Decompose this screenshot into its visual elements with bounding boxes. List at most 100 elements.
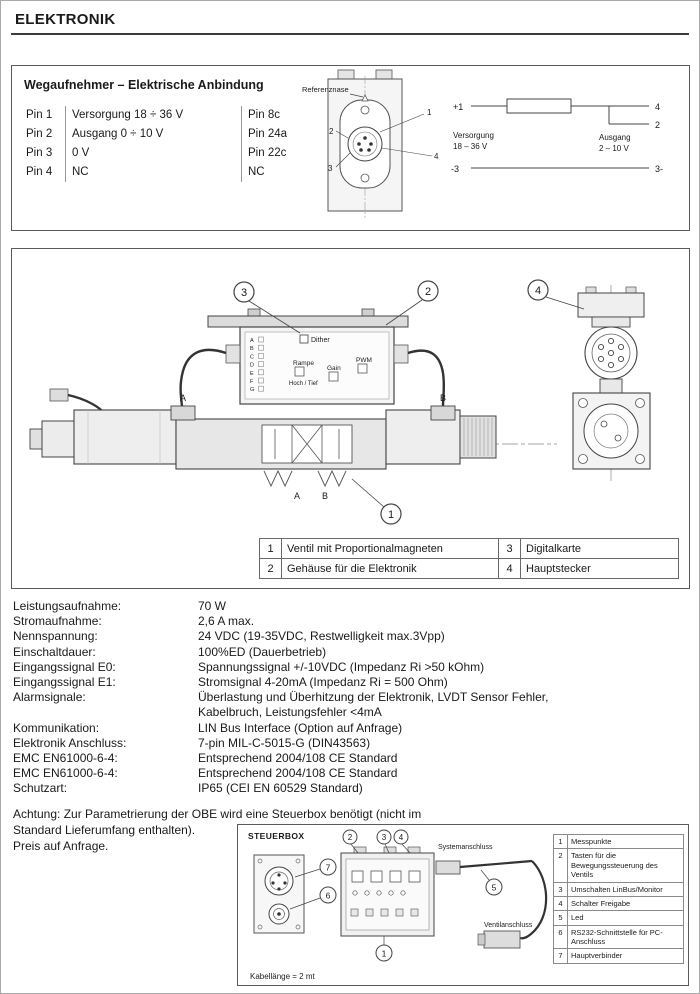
spec-row: Eingangssignal E0:Spannungssignal +/-10V… <box>13 660 693 675</box>
spec-list: Leistungsaufnahme:70 W Stromaufnahme:2,6… <box>13 599 693 797</box>
spec-row: Eingangssignal E1:Stromsignal 4-20mA (Im… <box>13 675 693 690</box>
bottom-port-a-label: A <box>294 491 300 501</box>
legend-label: Messpunkte <box>568 835 684 850</box>
steuerbox-cables <box>435 859 548 949</box>
output-3-label: 3- <box>655 164 663 174</box>
callout-4: 4 <box>527 279 585 310</box>
pin-cell: Pin 4 <box>20 163 66 182</box>
supply-label: Versorgung <box>453 131 494 140</box>
steuerbox-callout-5: 5 <box>480 869 503 896</box>
achtung-price: Preis auf Anfrage. <box>13 839 109 853</box>
spec-value: Überlastung und Überhitzung der Elektron… <box>198 690 549 720</box>
legend-num: 5 <box>554 911 568 926</box>
legend-label: Tasten für die Bewegungssteuerung des Ve… <box>568 849 684 883</box>
spec-label: Kommunikation: <box>13 720 100 735</box>
spec-label: Leistungsaufnahme: <box>13 599 122 613</box>
steuerbox-title: STEUERBOX <box>248 831 305 841</box>
title-divider <box>11 33 689 35</box>
legend-num: 2 <box>554 849 568 883</box>
pin-desc-cell: NC <box>66 163 242 182</box>
card-pin-cell: NC <box>248 166 265 178</box>
terminal-letter: D <box>250 363 254 369</box>
legend-num: 1 <box>554 835 568 850</box>
terminal-minus-label: -3 <box>451 164 459 174</box>
port-a-label: A <box>180 393 186 403</box>
achtung-note: Achtung: Zur Parametrierung der OBE wird… <box>13 807 455 855</box>
spec-value: 7-pin MIL-C-5015-G (DIN43563) <box>198 735 371 750</box>
legend-label: Hauptstecker <box>521 559 679 579</box>
spec-value: 24 VDC (19-35VDC, Restwelligkeit max.3Vp… <box>198 629 445 644</box>
callout-6-number: 6 <box>326 891 331 901</box>
pin-assignment-table: Pin 1 Versorgung 18 ÷ 36 V Pin 8c Pin 2 … <box>20 106 304 182</box>
mounting-plate <box>207 308 409 328</box>
callout-1-number: 1 <box>388 509 394 521</box>
steuerbox-side-panel <box>253 854 305 934</box>
legend-num: 1 <box>260 539 282 559</box>
terminal-strip: A B C D E F G <box>250 336 264 393</box>
connector-annotations: Referenznase 1 2 3 4 <box>302 85 439 173</box>
spec-value: IP65 (CEI EN 60529 Standard) <box>198 781 363 796</box>
terminal-letter: B <box>250 346 254 352</box>
steuerbox-callout-7: 7 <box>294 858 337 878</box>
steuerbox-panel: STEUERBOX <box>237 824 689 986</box>
connector-body <box>327 69 403 218</box>
pin-desc-cell: Versorgung 18 ÷ 36 V <box>66 106 242 125</box>
pwm-label: PWM <box>356 357 372 364</box>
output-2-label: 2 <box>655 120 660 130</box>
wegaufnehmer-title: Wegaufnehmer – Elektrische Anbindung <box>24 78 264 92</box>
spec-label: Alarmsignale: <box>13 690 86 705</box>
pin-cell: Pin 2 <box>20 125 66 144</box>
spec-label: Eingangssignal E0: <box>13 659 116 674</box>
steuerbox-callout-1: 1 <box>375 936 393 962</box>
connector-pin-number: 2 <box>329 127 334 136</box>
dither-label: Dither <box>311 337 330 344</box>
page-title: ELEKTRONIK <box>15 11 116 28</box>
wegaufnehmer-panel: Wegaufnehmer – Elektrische Anbindung Pin… <box>11 65 690 231</box>
referenznase-label: Referenznase <box>302 85 349 94</box>
terminal-letter: F <box>250 379 254 385</box>
terminal-plus-label: +1 <box>453 102 463 112</box>
terminal-letter: C <box>250 354 254 360</box>
legend-label: Led <box>568 911 684 926</box>
wiring-schematic: +1 4 2 -3 3- Versorgung 18 – 36 V Ausgan… <box>451 98 663 174</box>
legend-label: RS232-Schnittstelle für PC-Anschluss <box>568 925 684 950</box>
spec-row: Nennspannung:24 VDC (19-35VDC, Restwelli… <box>13 629 693 644</box>
pin-desc-cell: 0 V <box>66 144 242 163</box>
steuerbox-callout-3: 3 <box>376 829 392 854</box>
schematic-lines <box>471 98 649 169</box>
cable-length-note: Kabellänge = 2 mt <box>250 972 315 981</box>
spec-row: EMC EN61000-6-4:Entsprechend 2004/108 CE… <box>13 751 693 766</box>
card-pin-cell: Pin 22c <box>248 147 287 159</box>
legend-num: 3 <box>499 539 521 559</box>
spec-label: Eingangssignal E1: <box>13 675 116 690</box>
steuerbox-callout-6: 6 <box>289 886 337 910</box>
solenoid-cables <box>49 348 446 416</box>
spec-label: Elektronik Anschluss: <box>13 735 127 750</box>
terminal-letter: G <box>250 387 254 393</box>
legend-num: 4 <box>554 896 568 912</box>
callout-3-number: 3 <box>382 833 387 842</box>
legend-num: 6 <box>554 925 568 950</box>
callout-2-number: 2 <box>348 833 353 842</box>
output-4-label: 4 <box>655 102 660 112</box>
callout-1-number: 1 <box>382 949 387 959</box>
systemanschluss-label: Systemanschluss <box>438 844 493 851</box>
spec-value: Entsprechend 2004/108 CE Standard <box>198 766 398 781</box>
steuerbox-legend-table: 1 Messpunkte 2 Tasten für die Bewegungss… <box>553 834 684 964</box>
spec-row: Leistungsaufnahme:70 W <box>13 599 693 614</box>
steuerbox-callout-2: 2 <box>342 829 359 854</box>
legend-label: Gehäuse für die Elektronik <box>282 559 499 579</box>
callout-2-number: 2 <box>425 286 431 298</box>
legend-label: Schalter Freigabe <box>568 896 684 912</box>
terminal-letter: A <box>250 338 254 344</box>
spec-row: Kommunikation:LIN Bus Interface (Option … <box>13 721 693 736</box>
connector-pin-number: 3 <box>328 164 333 173</box>
valve-legend-table: 1 Ventil mit Proportionalmagneten 3 Digi… <box>259 538 679 579</box>
supply-range: 18 – 36 V <box>453 142 488 151</box>
card-pin-cell: Pin 8c <box>248 109 280 121</box>
callout-3: 3 <box>233 281 301 334</box>
pin-desc-cell: Ausgang 0 ÷ 10 V <box>66 125 242 144</box>
ventilanschluss-label: Ventilanschluss <box>484 922 533 929</box>
valve-body <box>29 405 497 488</box>
